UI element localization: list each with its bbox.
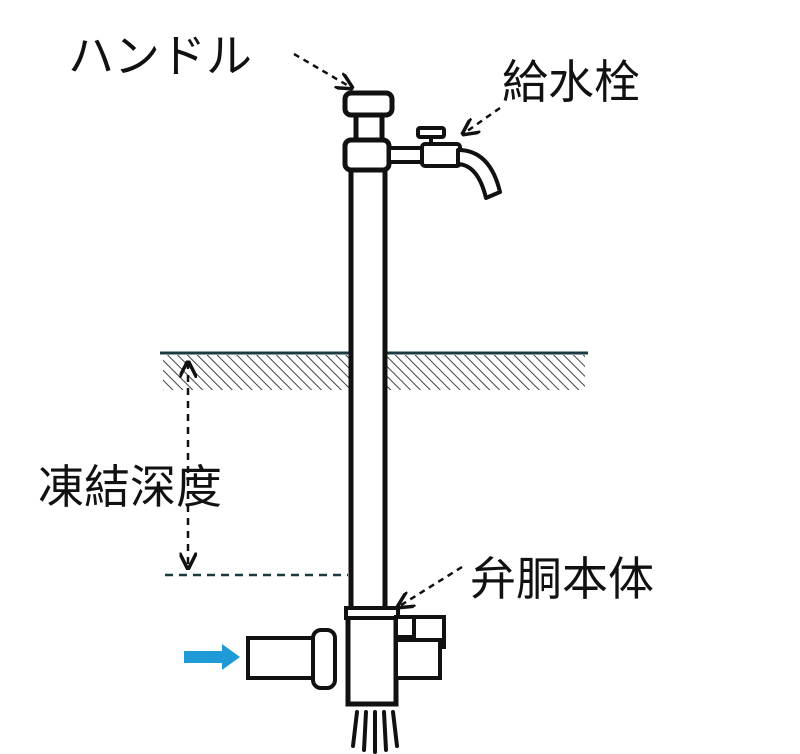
- faucet: [387, 126, 502, 200]
- head-collar: [342, 137, 392, 173]
- top-head: [342, 90, 395, 173]
- drain-spray: [351, 710, 399, 754]
- right-arrow-icon: [184, 644, 240, 670]
- valve-top: [344, 606, 400, 620]
- inlet-union: [311, 628, 337, 690]
- handle: [342, 90, 395, 118]
- valve-body-label: 弁胴本体: [470, 552, 654, 606]
- handle-label: ハンドル: [68, 29, 252, 83]
- standpipe: [348, 162, 388, 613]
- hydrant-label: 給水栓: [502, 55, 640, 109]
- faucet-spout: [456, 148, 502, 200]
- hydrant-leader: [463, 106, 501, 134]
- frost-depth-label: 凍結深度: [38, 460, 222, 514]
- valve-body: [246, 606, 446, 707]
- valve-main: [345, 609, 399, 707]
- stem-neck: [353, 112, 385, 143]
- handle-leader: [293, 52, 352, 88]
- faucet-knob: [416, 126, 446, 139]
- valve-side-port-2: [394, 638, 442, 680]
- faucet-body: [420, 142, 462, 168]
- valve-body-leader: [398, 565, 463, 607]
